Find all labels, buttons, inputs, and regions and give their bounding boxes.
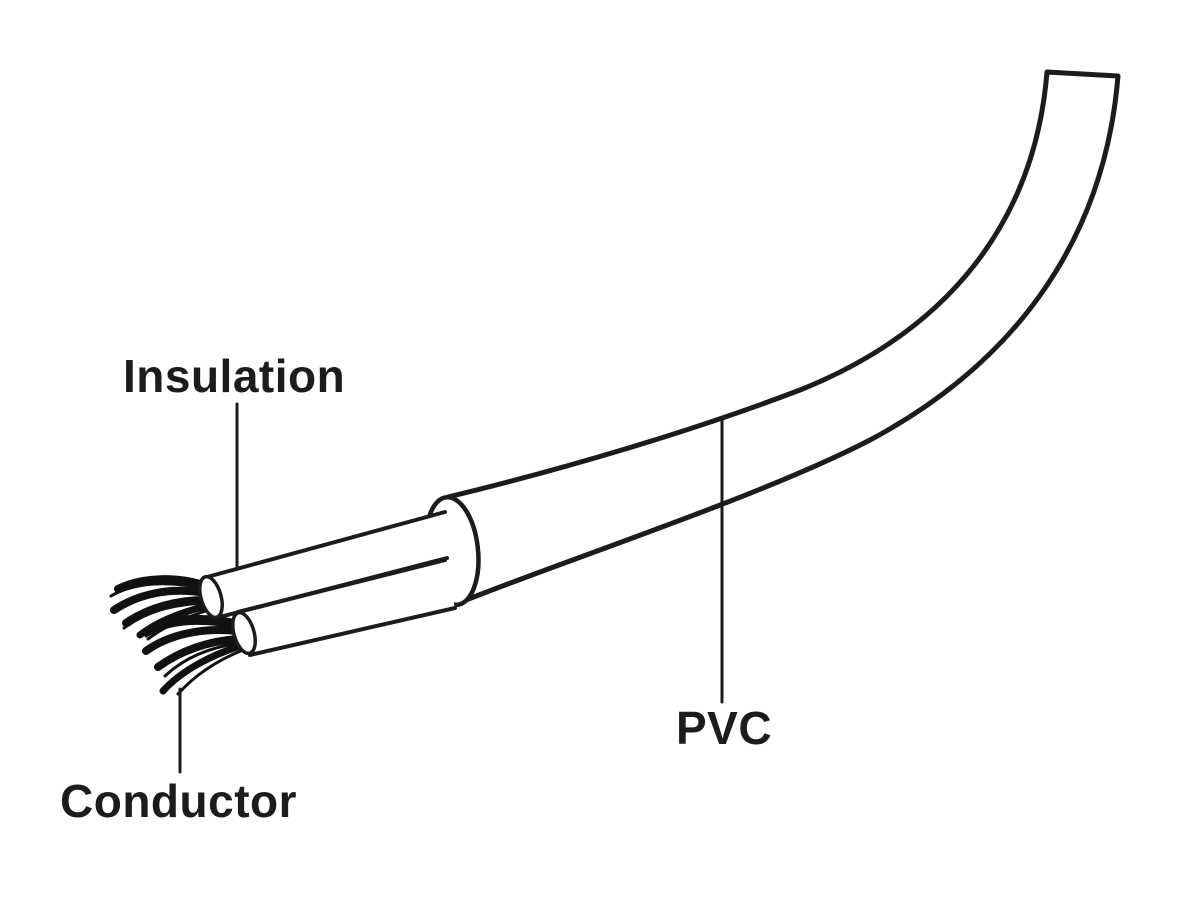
conductor-label: Conductor <box>60 775 297 827</box>
wire-lower-bottom-edge <box>248 606 457 657</box>
pvc-label: PVC <box>676 702 772 754</box>
wire-upper-top-edge <box>205 510 447 579</box>
insulated-wire-lower <box>238 560 455 655</box>
wire-upper-cut-end <box>198 574 224 620</box>
wire-lower-top-edge <box>236 558 447 614</box>
pvc-jacket-outline <box>445 69 1121 607</box>
conductor-strands-lower <box>142 614 245 696</box>
insulated-wire-upper <box>207 512 447 618</box>
insulation-label: Insulation <box>123 350 345 402</box>
wire-lower-cut-end <box>231 610 257 656</box>
